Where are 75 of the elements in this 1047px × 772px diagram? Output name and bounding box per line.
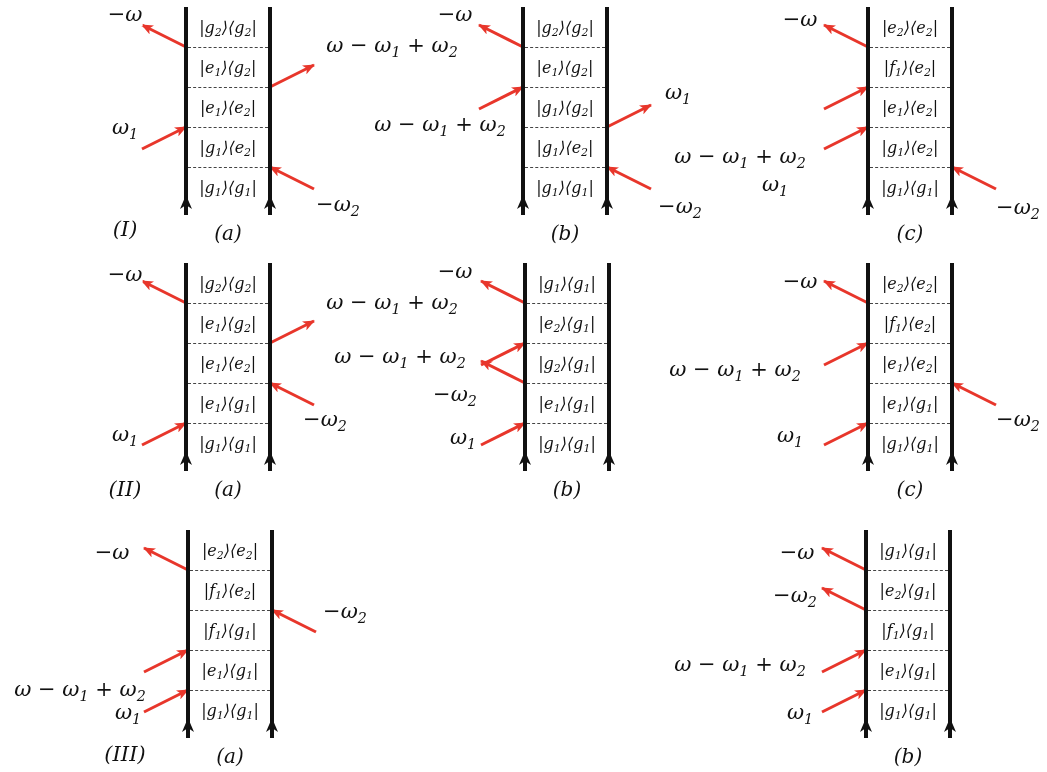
density-matrix-cell: |e$_{1}$⟩⟨g$_{2}$| [525,47,605,87]
density-matrix-cell: |e$_{1}$⟩⟨g$_{2}$| [188,47,268,87]
density-matrix-cell: |e$_{1}$⟩⟨g$_{1}$| [870,383,950,423]
density-matrix-cell: |f$_{1}$⟩⟨g$_{1}$| [190,610,270,650]
arrow [141,125,187,151]
panel-letter: (a) [214,477,242,501]
density-matrix-cell: |e$_{1}$⟩⟨g$_{1}$| [527,383,607,423]
arrow [269,319,315,345]
arrow [823,341,869,367]
density-matrix-cell: |f$_{1}$⟩⟨e$_{2}$| [190,570,270,610]
arrow [141,421,187,447]
arrow [269,63,315,89]
density-matrix-cell: |e$_{2}$⟩⟨e$_{2}$| [870,263,950,303]
density-matrix-cell: |e$_{2}$⟩⟨e$_{2}$| [870,7,950,47]
arrow [269,381,315,407]
density-matrix-cell: |g$_{1}$⟩⟨e$_{2}$| [188,127,268,167]
density-matrix-cell: |e$_{1}$⟩⟨g$_{1}$| [188,383,268,423]
density-matrix-cell: |e$_{2}$⟩⟨g$_{1}$| [868,570,948,610]
density-matrix-cell: |g$_{2}$⟩⟨g$_{2}$| [525,7,605,47]
density-matrix-cell: |e$_{1}$⟩⟨g$_{1}$| [190,650,270,690]
arrow [271,608,317,634]
panel-letter: (c) [896,477,924,501]
arrow [143,688,189,714]
density-matrix-cell: |e$_{2}$⟩⟨g$_{1}$| [527,303,607,343]
arrow [821,688,867,714]
arrow [141,23,187,49]
density-matrix-cell: |g$_{2}$⟩⟨g$_{2}$| [188,263,268,303]
density-matrix-cell: |g$_{2}$⟩⟨g$_{1}$| [527,343,607,383]
density-matrix-cell: |e$_{1}$⟩⟨e$_{2}$| [870,87,950,127]
arrow [823,85,869,111]
arrow [480,341,526,367]
arrow [141,279,187,305]
arrow [823,125,869,151]
density-matrix-cell: |g$_{1}$⟩⟨g$_{1}$| [527,263,607,303]
density-matrix-cell: |f$_{1}$⟩⟨e$_{2}$| [870,47,950,87]
arrow [821,546,867,572]
panel-letter: (a) [214,221,242,245]
arrow [821,586,867,612]
arrow [606,103,652,129]
density-matrix-cell: |e$_{1}$⟩⟨e$_{2}$| [188,343,268,383]
density-matrix-cell: |g$_{2}$⟩⟨g$_{2}$| [188,7,268,47]
arrow [606,165,652,191]
group-label: (II) [108,478,142,502]
arrow [143,546,189,572]
density-matrix-cell: |f$_{1}$⟩⟨g$_{1}$| [868,610,948,650]
density-matrix-cell: |e$_{2}$⟩⟨e$_{2}$| [190,530,270,570]
arrow [823,23,869,49]
density-matrix-cell: |e$_{1}$⟩⟨g$_{1}$| [868,650,948,690]
panel-letter: (b) [893,744,923,768]
arrow [269,165,315,191]
arrow [478,85,524,111]
arrow [823,421,869,447]
arrow [823,279,869,305]
density-matrix-cell: |e$_{1}$⟩⟨e$_{2}$| [870,343,950,383]
density-matrix-cell: |g$_{1}$⟩⟨g$_{1}$| [868,530,948,570]
density-matrix-cell: |f$_{1}$⟩⟨e$_{2}$| [870,303,950,343]
arrow [480,421,526,447]
density-matrix-cell: |g$_{1}$⟩⟨e$_{2}$| [870,127,950,167]
group-label: (III) [104,743,146,767]
density-matrix-cell: |e$_{1}$⟩⟨e$_{2}$| [188,87,268,127]
density-matrix-cell: |g$_{1}$⟩⟨g$_{2}$| [525,87,605,127]
arrow [143,648,189,674]
arrow [951,381,997,407]
arrow [478,23,524,49]
arrow [480,359,526,385]
panel-letter: (c) [896,221,924,245]
arrow [480,279,526,305]
group-label: (I) [112,218,138,242]
panel-letter: (a) [216,744,244,768]
panel-letter: (b) [552,477,582,501]
panel-letter: (b) [550,221,580,245]
density-matrix-cell: |g$_{1}$⟩⟨e$_{2}$| [525,127,605,167]
arrow [951,165,997,191]
arrow [821,648,867,674]
density-matrix-cell: |e$_{1}$⟩⟨g$_{2}$| [188,303,268,343]
